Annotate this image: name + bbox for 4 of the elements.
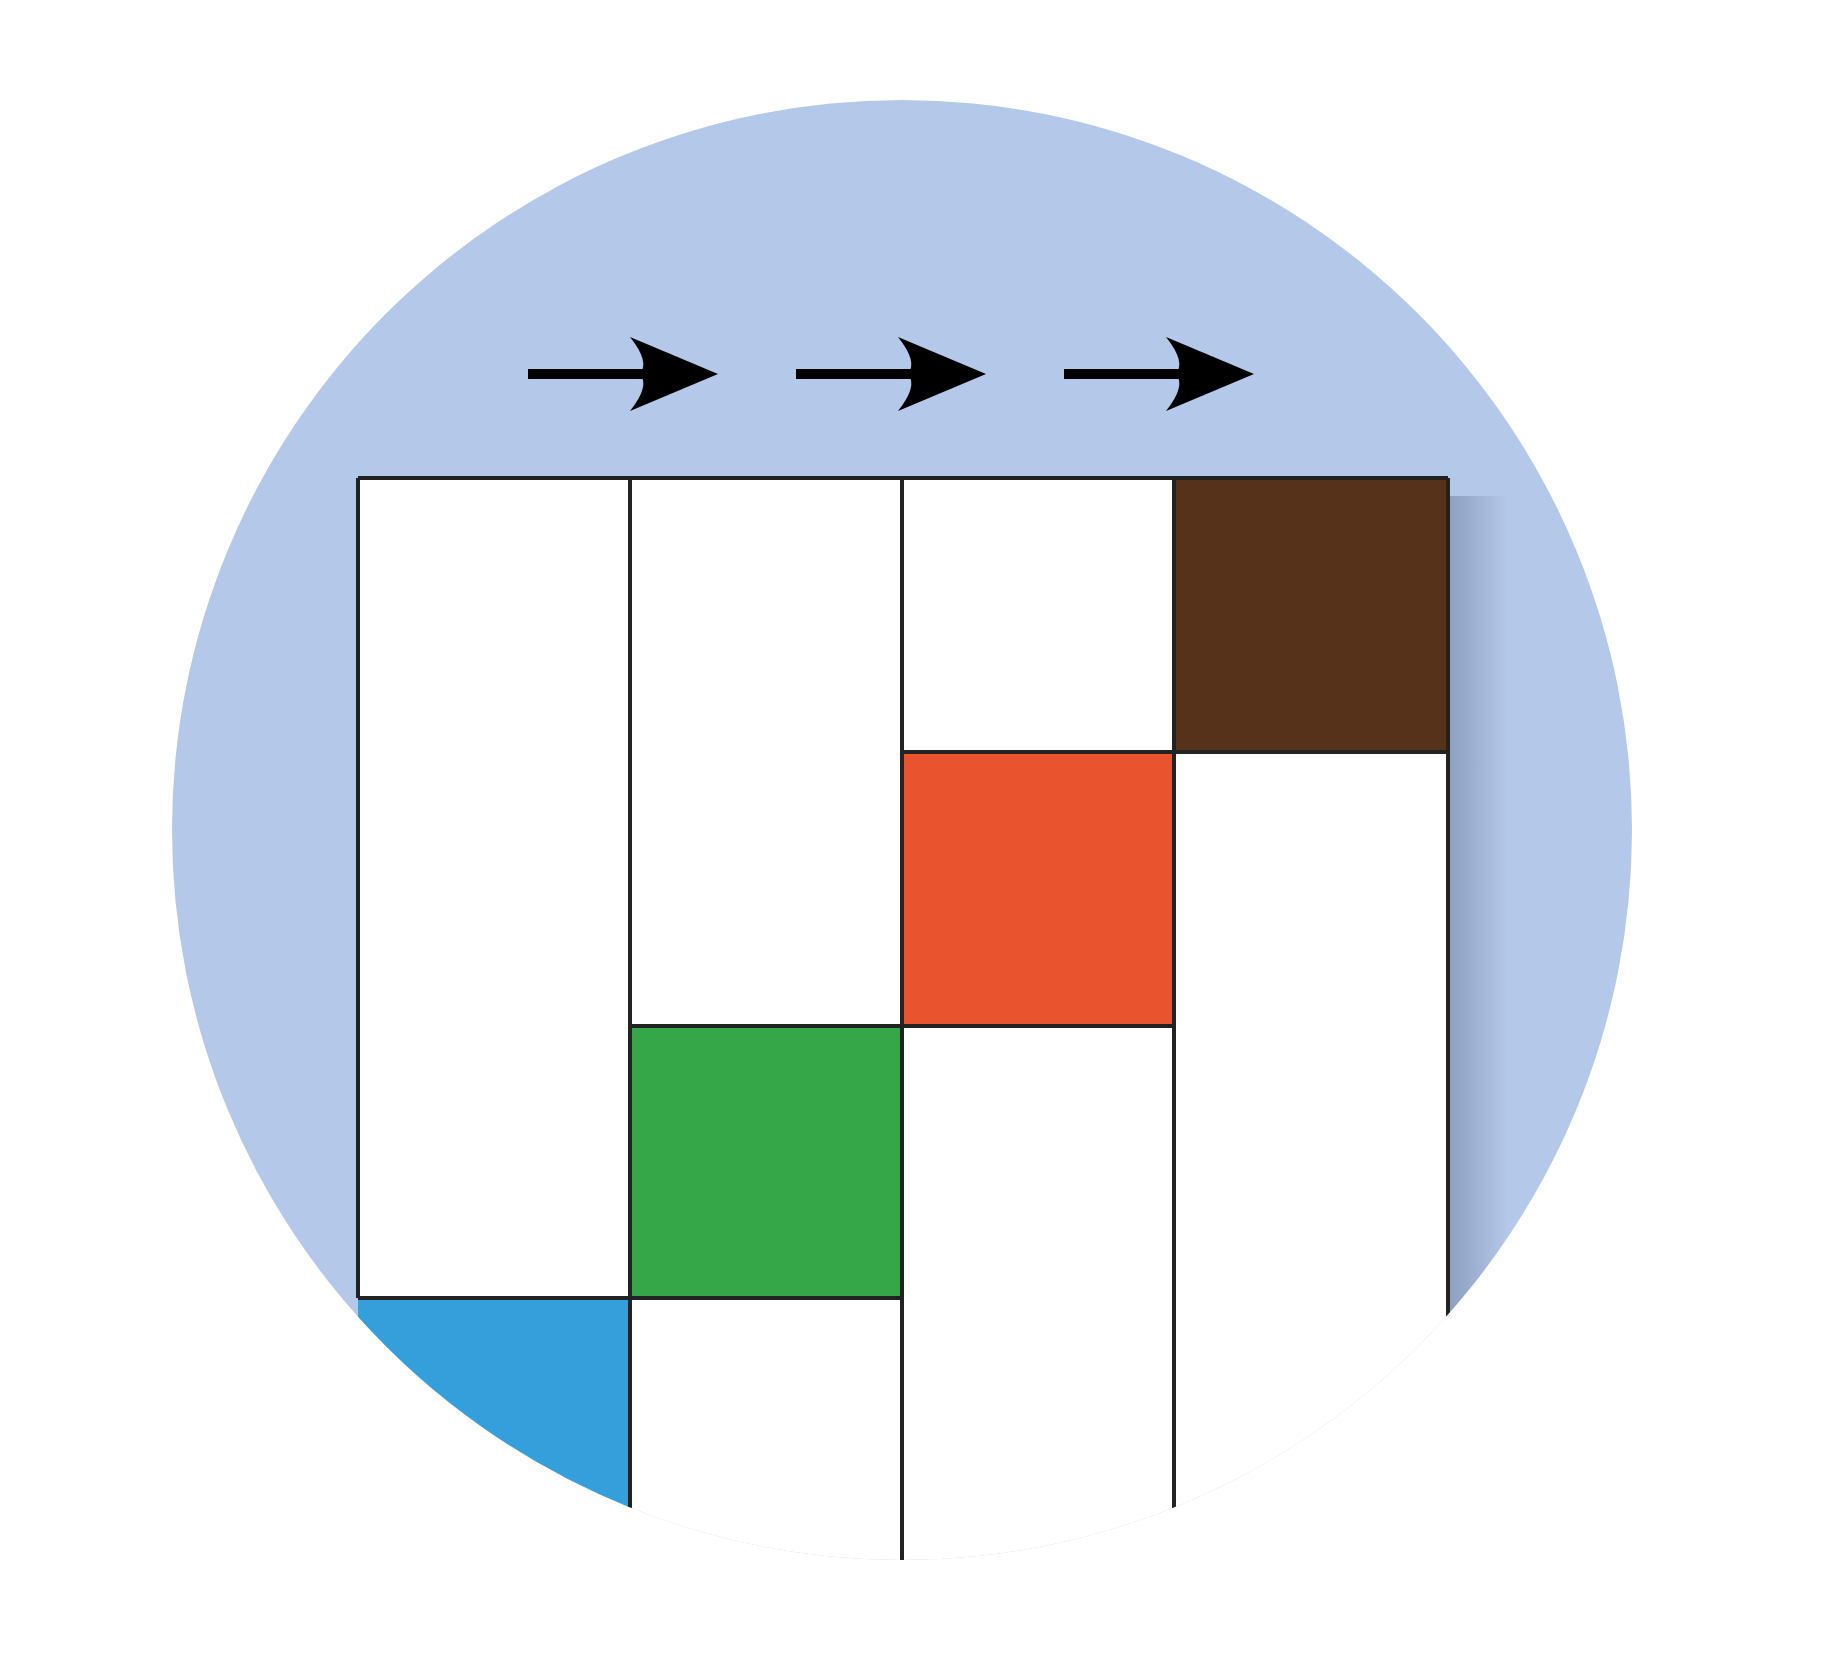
step-block bbox=[630, 1026, 902, 1298]
step-block bbox=[902, 752, 1174, 1026]
step-block bbox=[358, 1298, 630, 1508]
step-block bbox=[1174, 478, 1448, 752]
